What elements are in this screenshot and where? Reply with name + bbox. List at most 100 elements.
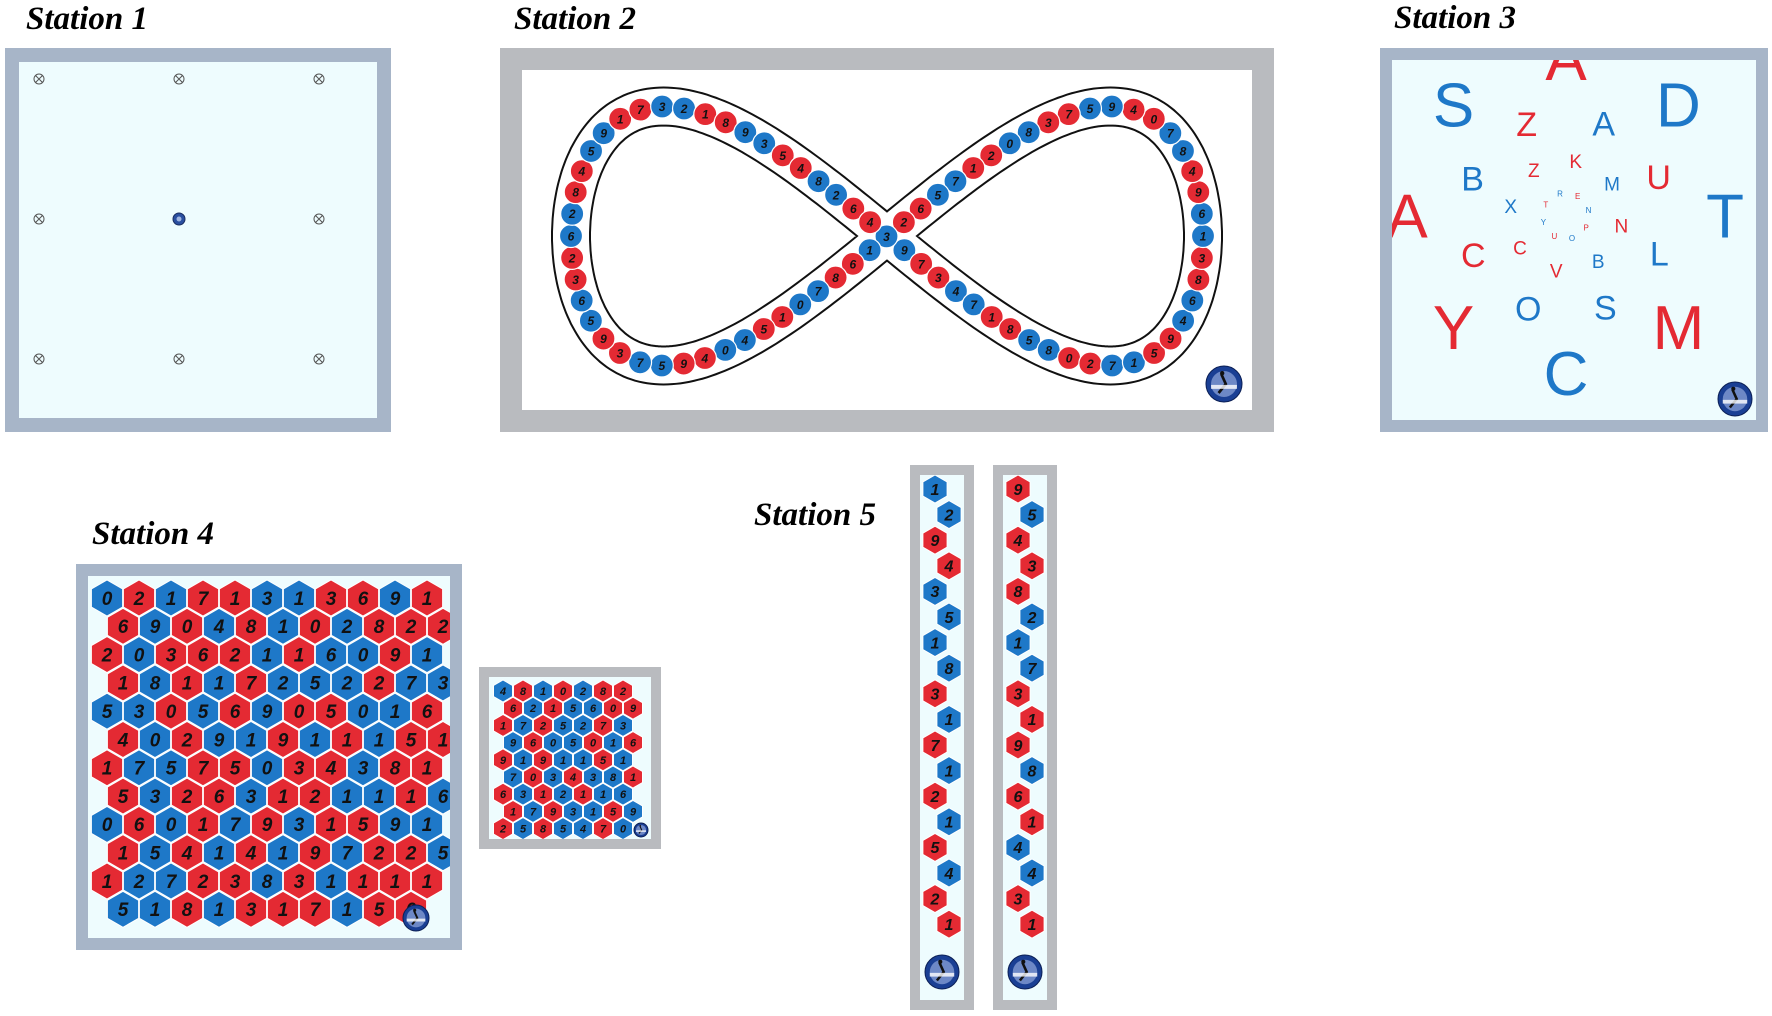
track-disc-digit: 7 bbox=[1065, 108, 1073, 122]
optotype-letter: T bbox=[1706, 183, 1744, 252]
hex-digit: 5 bbox=[326, 702, 337, 723]
hex-digit: 1 bbox=[182, 674, 193, 695]
hex-digit: 5 bbox=[520, 824, 527, 836]
hex-digit: 9 bbox=[262, 815, 273, 836]
hex-digit: 2 bbox=[101, 645, 113, 666]
hex-digit: 1 bbox=[230, 589, 241, 610]
hex-digit: 1 bbox=[945, 712, 954, 729]
track-disc: 6 bbox=[1189, 201, 1214, 226]
hex-digit: 6 bbox=[630, 738, 637, 750]
track-disc-digit: 3 bbox=[761, 137, 768, 151]
hex-digit: 1 bbox=[500, 720, 506, 732]
track-disc-digit: 9 bbox=[600, 127, 607, 141]
hex-cell: 3 bbox=[122, 692, 156, 730]
hex-digit: 7 bbox=[530, 806, 537, 818]
hex-cell: 0 bbox=[346, 692, 380, 730]
hex-cell: 3 bbox=[282, 749, 316, 787]
track-disc-digit: 1 bbox=[866, 244, 873, 258]
hex-cell: 1 bbox=[202, 834, 236, 872]
optotype-letter: Z bbox=[1516, 106, 1537, 144]
track-disc-digit: 6 bbox=[1189, 294, 1196, 308]
hex-digit: 3 bbox=[931, 584, 940, 601]
hex-cell: 1 bbox=[426, 720, 450, 759]
track-disc-digit: 2 bbox=[987, 149, 995, 163]
hex-cell: 1 bbox=[410, 805, 444, 843]
hex-digit: 3 bbox=[150, 787, 161, 808]
hex-digit: 1 bbox=[630, 772, 636, 784]
hex-cell: 5 bbox=[563, 731, 583, 755]
hex-digit: 5 bbox=[150, 844, 161, 865]
hex-digit: 9 bbox=[510, 738, 517, 750]
hex-cell: 1 bbox=[90, 862, 124, 900]
track-disc-digit: 8 bbox=[1045, 343, 1052, 357]
hex-digit: 3 bbox=[326, 589, 337, 610]
strip-hex: 1 bbox=[1005, 628, 1031, 658]
hex-cell: 2 bbox=[122, 862, 156, 900]
hex-cell: 1 bbox=[266, 834, 300, 872]
track-disc: 4 bbox=[858, 210, 883, 235]
hex-digit: 5 bbox=[570, 703, 577, 715]
hex-cell: 9 bbox=[266, 720, 300, 759]
hex-cell: 2 bbox=[533, 713, 553, 737]
optotype-letter: D bbox=[1656, 71, 1701, 140]
track-disc-digit: 7 bbox=[1167, 127, 1175, 141]
hex-cell: 6 bbox=[314, 636, 348, 674]
hex-cell: 3 bbox=[234, 777, 268, 815]
hex-digit: 2 bbox=[277, 674, 289, 695]
optotype-letter: Y bbox=[1433, 294, 1474, 363]
strip-hex: 1 bbox=[922, 475, 948, 504]
optotype-letter: A bbox=[1592, 105, 1615, 143]
hex-cell: 9 bbox=[250, 692, 284, 730]
hex-cell: 0 bbox=[282, 692, 316, 730]
optotype-letter: P bbox=[1584, 223, 1589, 232]
hex-digit: 9 bbox=[214, 730, 225, 751]
hex-cell: 3 bbox=[138, 777, 172, 815]
hex-cell: 1 bbox=[410, 862, 444, 900]
hex-digit: 3 bbox=[262, 589, 273, 610]
hex-cell: 2 bbox=[170, 720, 204, 759]
hex-cell: 5 bbox=[154, 749, 188, 787]
hex-digit: 7 bbox=[1028, 661, 1038, 678]
hex-digit: 6 bbox=[422, 702, 433, 723]
track-disc-digit: 2 bbox=[1086, 357, 1094, 371]
optotype-letter: R bbox=[1557, 189, 1563, 198]
hex-cell: 1 bbox=[613, 748, 633, 772]
hex-digit: 0 bbox=[134, 645, 145, 666]
hex-digit: 5 bbox=[102, 702, 113, 723]
hex-cell: 8 bbox=[138, 664, 172, 702]
track-disc: 5 bbox=[751, 316, 776, 342]
optotype-letter: L bbox=[1650, 235, 1669, 273]
hex-cell: 1 bbox=[106, 834, 140, 872]
strip-hex: 1 bbox=[936, 807, 962, 837]
hex-digit: 7 bbox=[342, 844, 354, 865]
hex-digit: 0 bbox=[166, 702, 177, 723]
hex-digit: 1 bbox=[1028, 917, 1037, 934]
strip-hex: 9 bbox=[922, 525, 948, 555]
track-disc: 6 bbox=[841, 196, 866, 221]
hex-digit: 2 bbox=[930, 789, 940, 806]
optotype-letter: A bbox=[1392, 183, 1428, 252]
track-disc-digit: 6 bbox=[1198, 207, 1205, 221]
strip-hex: 4 bbox=[936, 551, 962, 581]
track-disc-digit: 4 bbox=[701, 351, 709, 365]
hex-digit: 1 bbox=[945, 763, 954, 780]
strip-hex: 4 bbox=[1019, 858, 1045, 888]
track-disc: 9 bbox=[1186, 180, 1211, 205]
hex-digit: 1 bbox=[294, 589, 305, 610]
hex-cell: 7 bbox=[154, 862, 188, 900]
track-disc: 9 bbox=[591, 121, 616, 146]
hex-cell: 1 bbox=[330, 777, 364, 815]
hex-digit: 1 bbox=[262, 645, 273, 666]
track-disc: 3 bbox=[874, 224, 899, 249]
station-logo-icon bbox=[1205, 365, 1243, 403]
hex-cell: 8 bbox=[593, 679, 613, 703]
hex-cell: 5 bbox=[138, 834, 172, 872]
track-disc: 4 bbox=[1121, 97, 1146, 122]
hex-digit: 9 bbox=[278, 730, 289, 751]
hex-digit: 3 bbox=[438, 674, 449, 695]
strip-hex: 6 bbox=[1005, 781, 1031, 811]
hex-digit: 5 bbox=[1028, 507, 1038, 524]
strip-hex: 1 bbox=[1019, 807, 1045, 837]
track-disc-digit: 1 bbox=[1131, 356, 1138, 370]
hex-cell: 9 bbox=[543, 799, 563, 823]
